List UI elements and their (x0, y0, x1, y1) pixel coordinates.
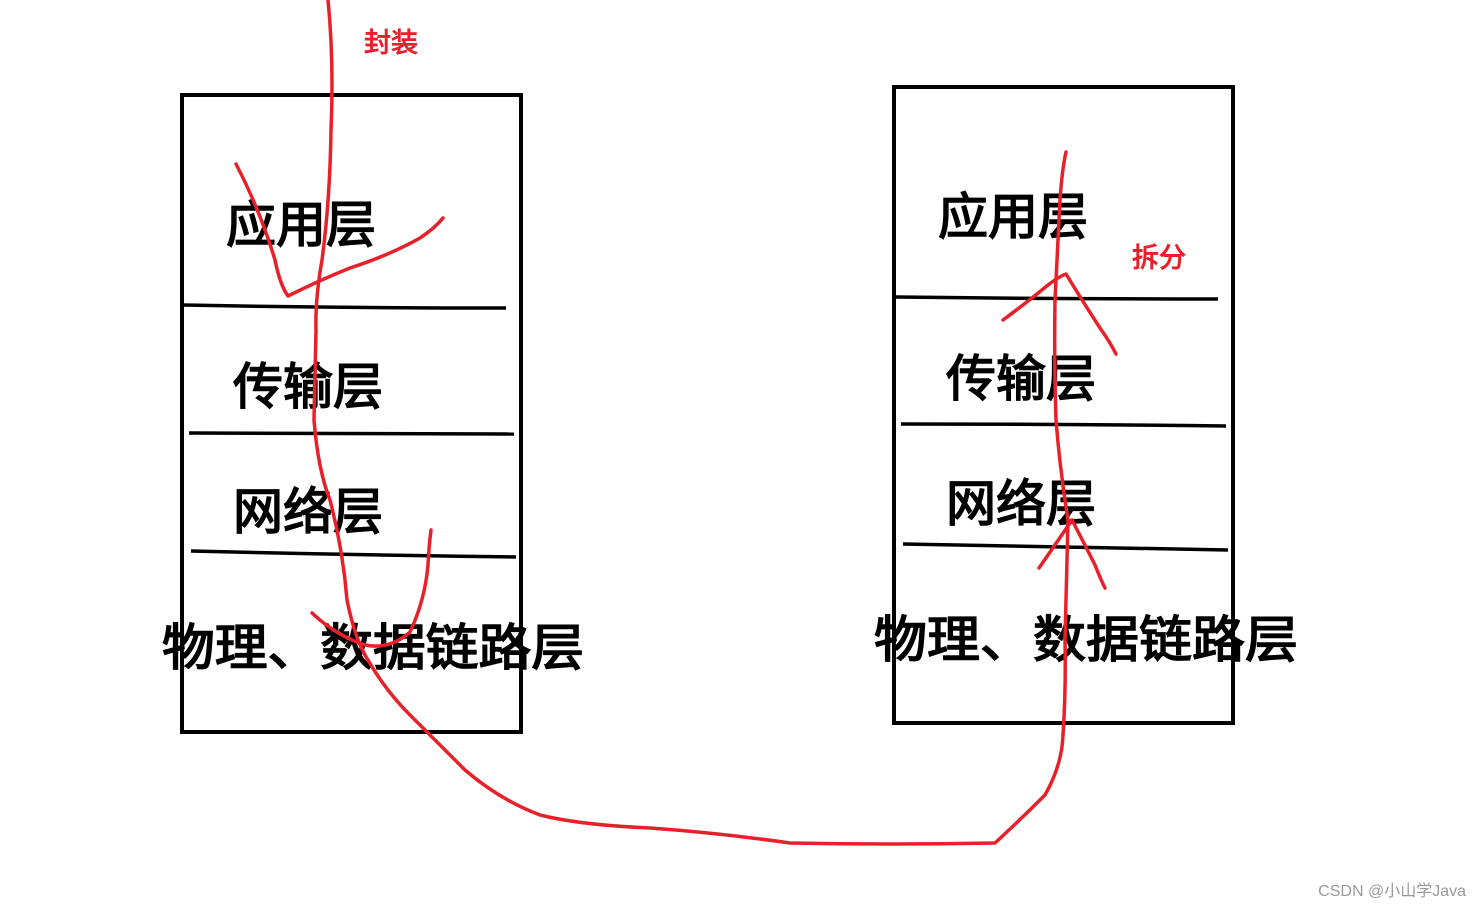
decapsulate-label: 拆分 (1132, 243, 1186, 274)
right-layer-physical-datalink: 物理、数据链路层 (874, 611, 1298, 669)
left-layer-application: 应用层 (226, 196, 376, 254)
left-layer-network: 网络层 (233, 483, 383, 541)
left-bottom-arrow-stroke (310, 528, 433, 648)
left-encap-arrow-stroke (234, 162, 445, 298)
right-layer-transport: 传输层 (945, 350, 1096, 408)
left-down-flow-line (312, 0, 1070, 846)
left-stack-box (180, 93, 523, 734)
encapsulate-label: 封装 (364, 28, 418, 59)
right-stack: 应用层 传输层 网络层 物理、数据链路层 (874, 85, 1298, 725)
data-flow-path (234, 0, 1118, 846)
right-up-flow-line (1052, 150, 1070, 522)
left-stack: 应用层 传输层 网络层 物理、数据链路层 (162, 93, 584, 734)
left-layer-transport: 传输层 (232, 358, 383, 416)
right-divider-1 (895, 295, 1219, 301)
right-network-arrow-stroke (1037, 518, 1107, 590)
right-divider-2 (900, 422, 1227, 428)
left-divider-3 (190, 549, 517, 559)
left-divider-2 (188, 431, 515, 436)
right-transport-arrow-stroke (1001, 272, 1118, 356)
right-divider-3 (902, 542, 1229, 552)
watermark: CSDN @小山学Java (1318, 883, 1466, 900)
right-layer-application: 应用层 (938, 188, 1088, 246)
left-divider-1 (183, 303, 507, 310)
